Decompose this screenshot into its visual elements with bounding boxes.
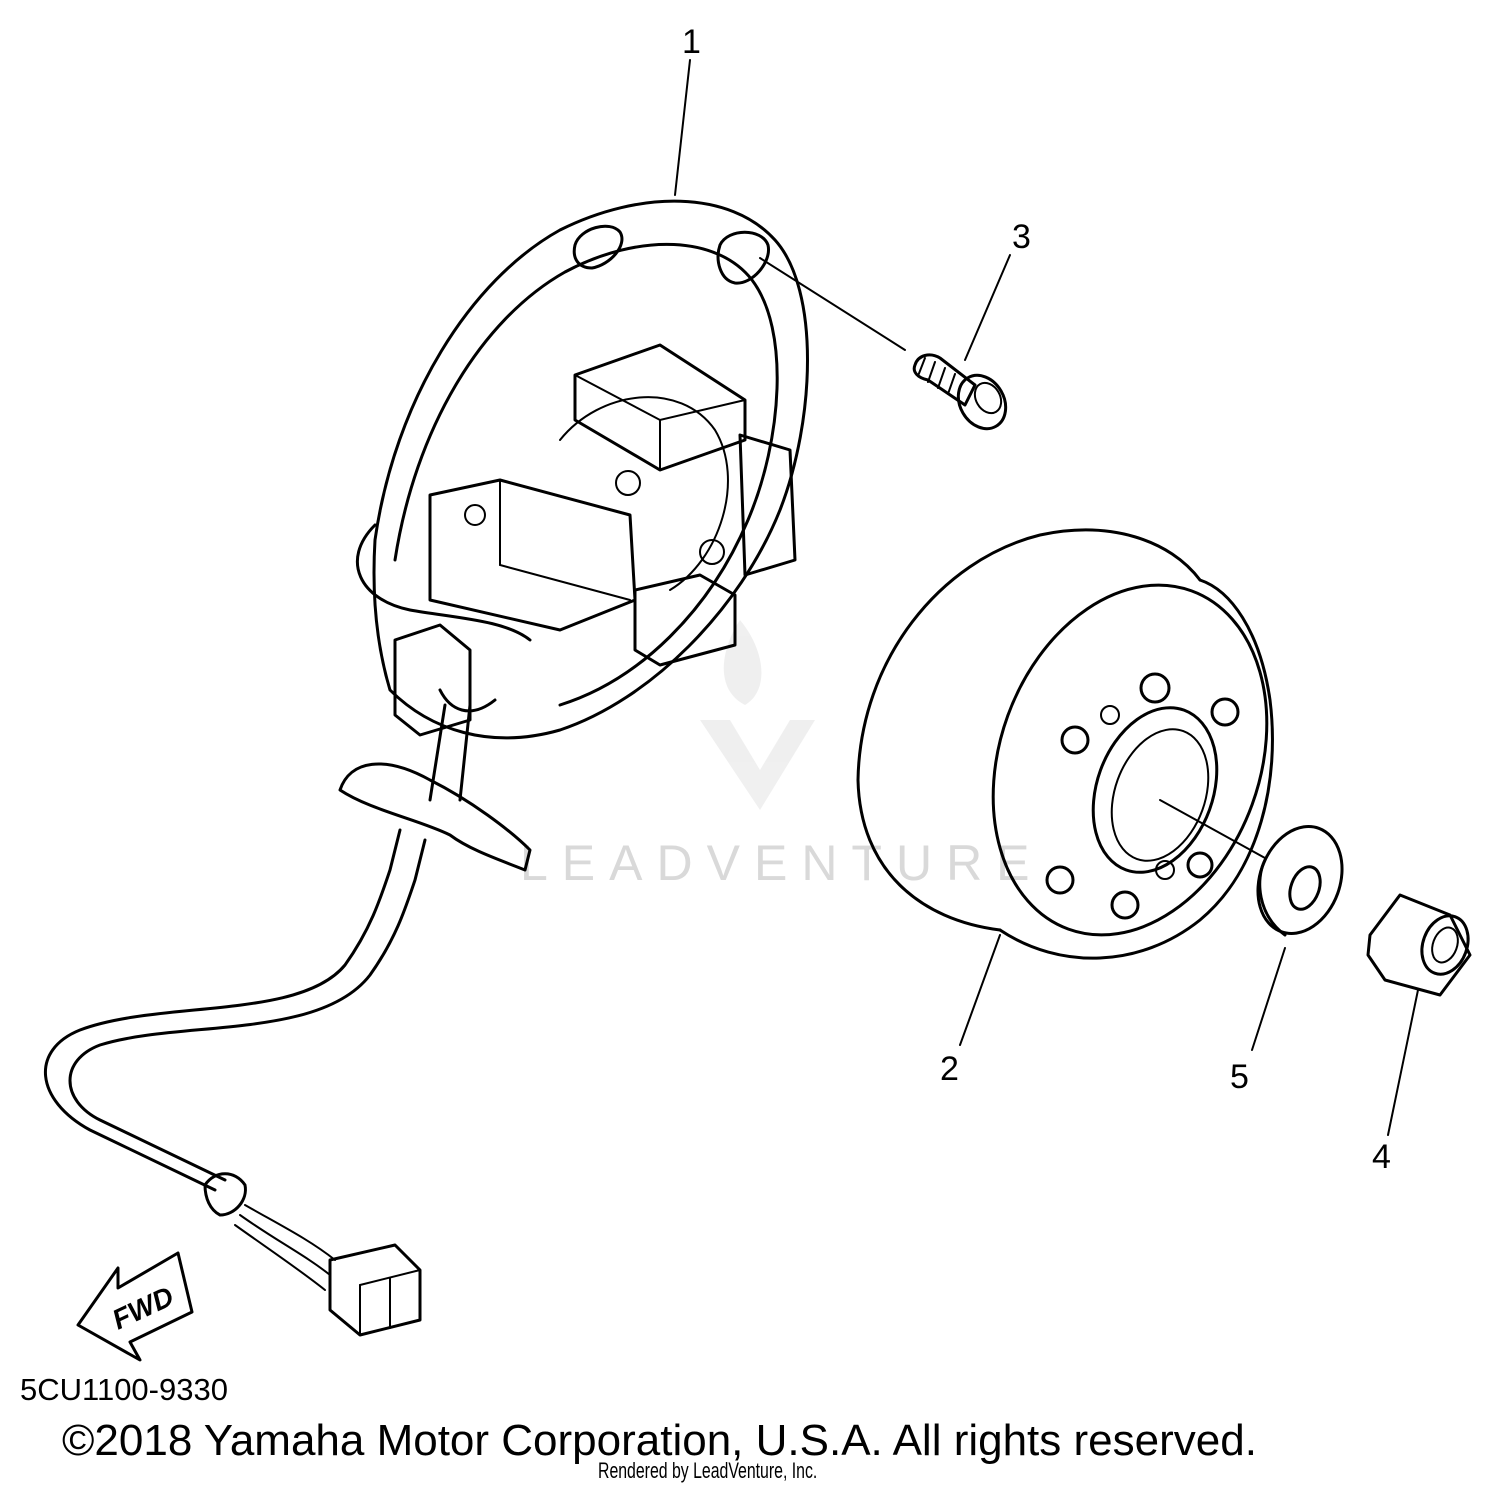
screw bbox=[912, 353, 1008, 431]
callout-1: 1 bbox=[682, 23, 701, 61]
leader-line-5-axis bbox=[1159, 799, 1266, 859]
leader-line-2 bbox=[959, 934, 1001, 1046]
watermark-text: LEADVENTURE bbox=[520, 835, 1044, 891]
watermark-logo bbox=[700, 620, 815, 810]
leader-line-5 bbox=[1251, 947, 1286, 1051]
callout-5: 5 bbox=[1230, 1058, 1249, 1096]
callout-3: 3 bbox=[1012, 218, 1031, 256]
rotor-flywheel bbox=[856, 528, 1274, 960]
nut bbox=[1366, 893, 1472, 997]
washer bbox=[1256, 825, 1344, 937]
callout-4: 4 bbox=[1372, 1138, 1391, 1176]
leader-line-3 bbox=[759, 257, 906, 351]
diagram-code: 5CU1100-9330 bbox=[20, 1372, 228, 1407]
leader-line-4 bbox=[1387, 989, 1419, 1136]
leader-line-1 bbox=[674, 59, 691, 196]
rendered-by-notice: Rendered by LeadVenture, Inc. bbox=[598, 1458, 818, 1483]
stator-assembly bbox=[43, 199, 809, 1337]
callout-2: 2 bbox=[940, 1050, 959, 1088]
copyright-notice: ©2018 Yamaha Motor Corporation, U.S.A. A… bbox=[62, 1416, 1257, 1465]
leader-line-3b bbox=[964, 254, 1011, 361]
forward-arrow: FWD bbox=[76, 1251, 194, 1362]
